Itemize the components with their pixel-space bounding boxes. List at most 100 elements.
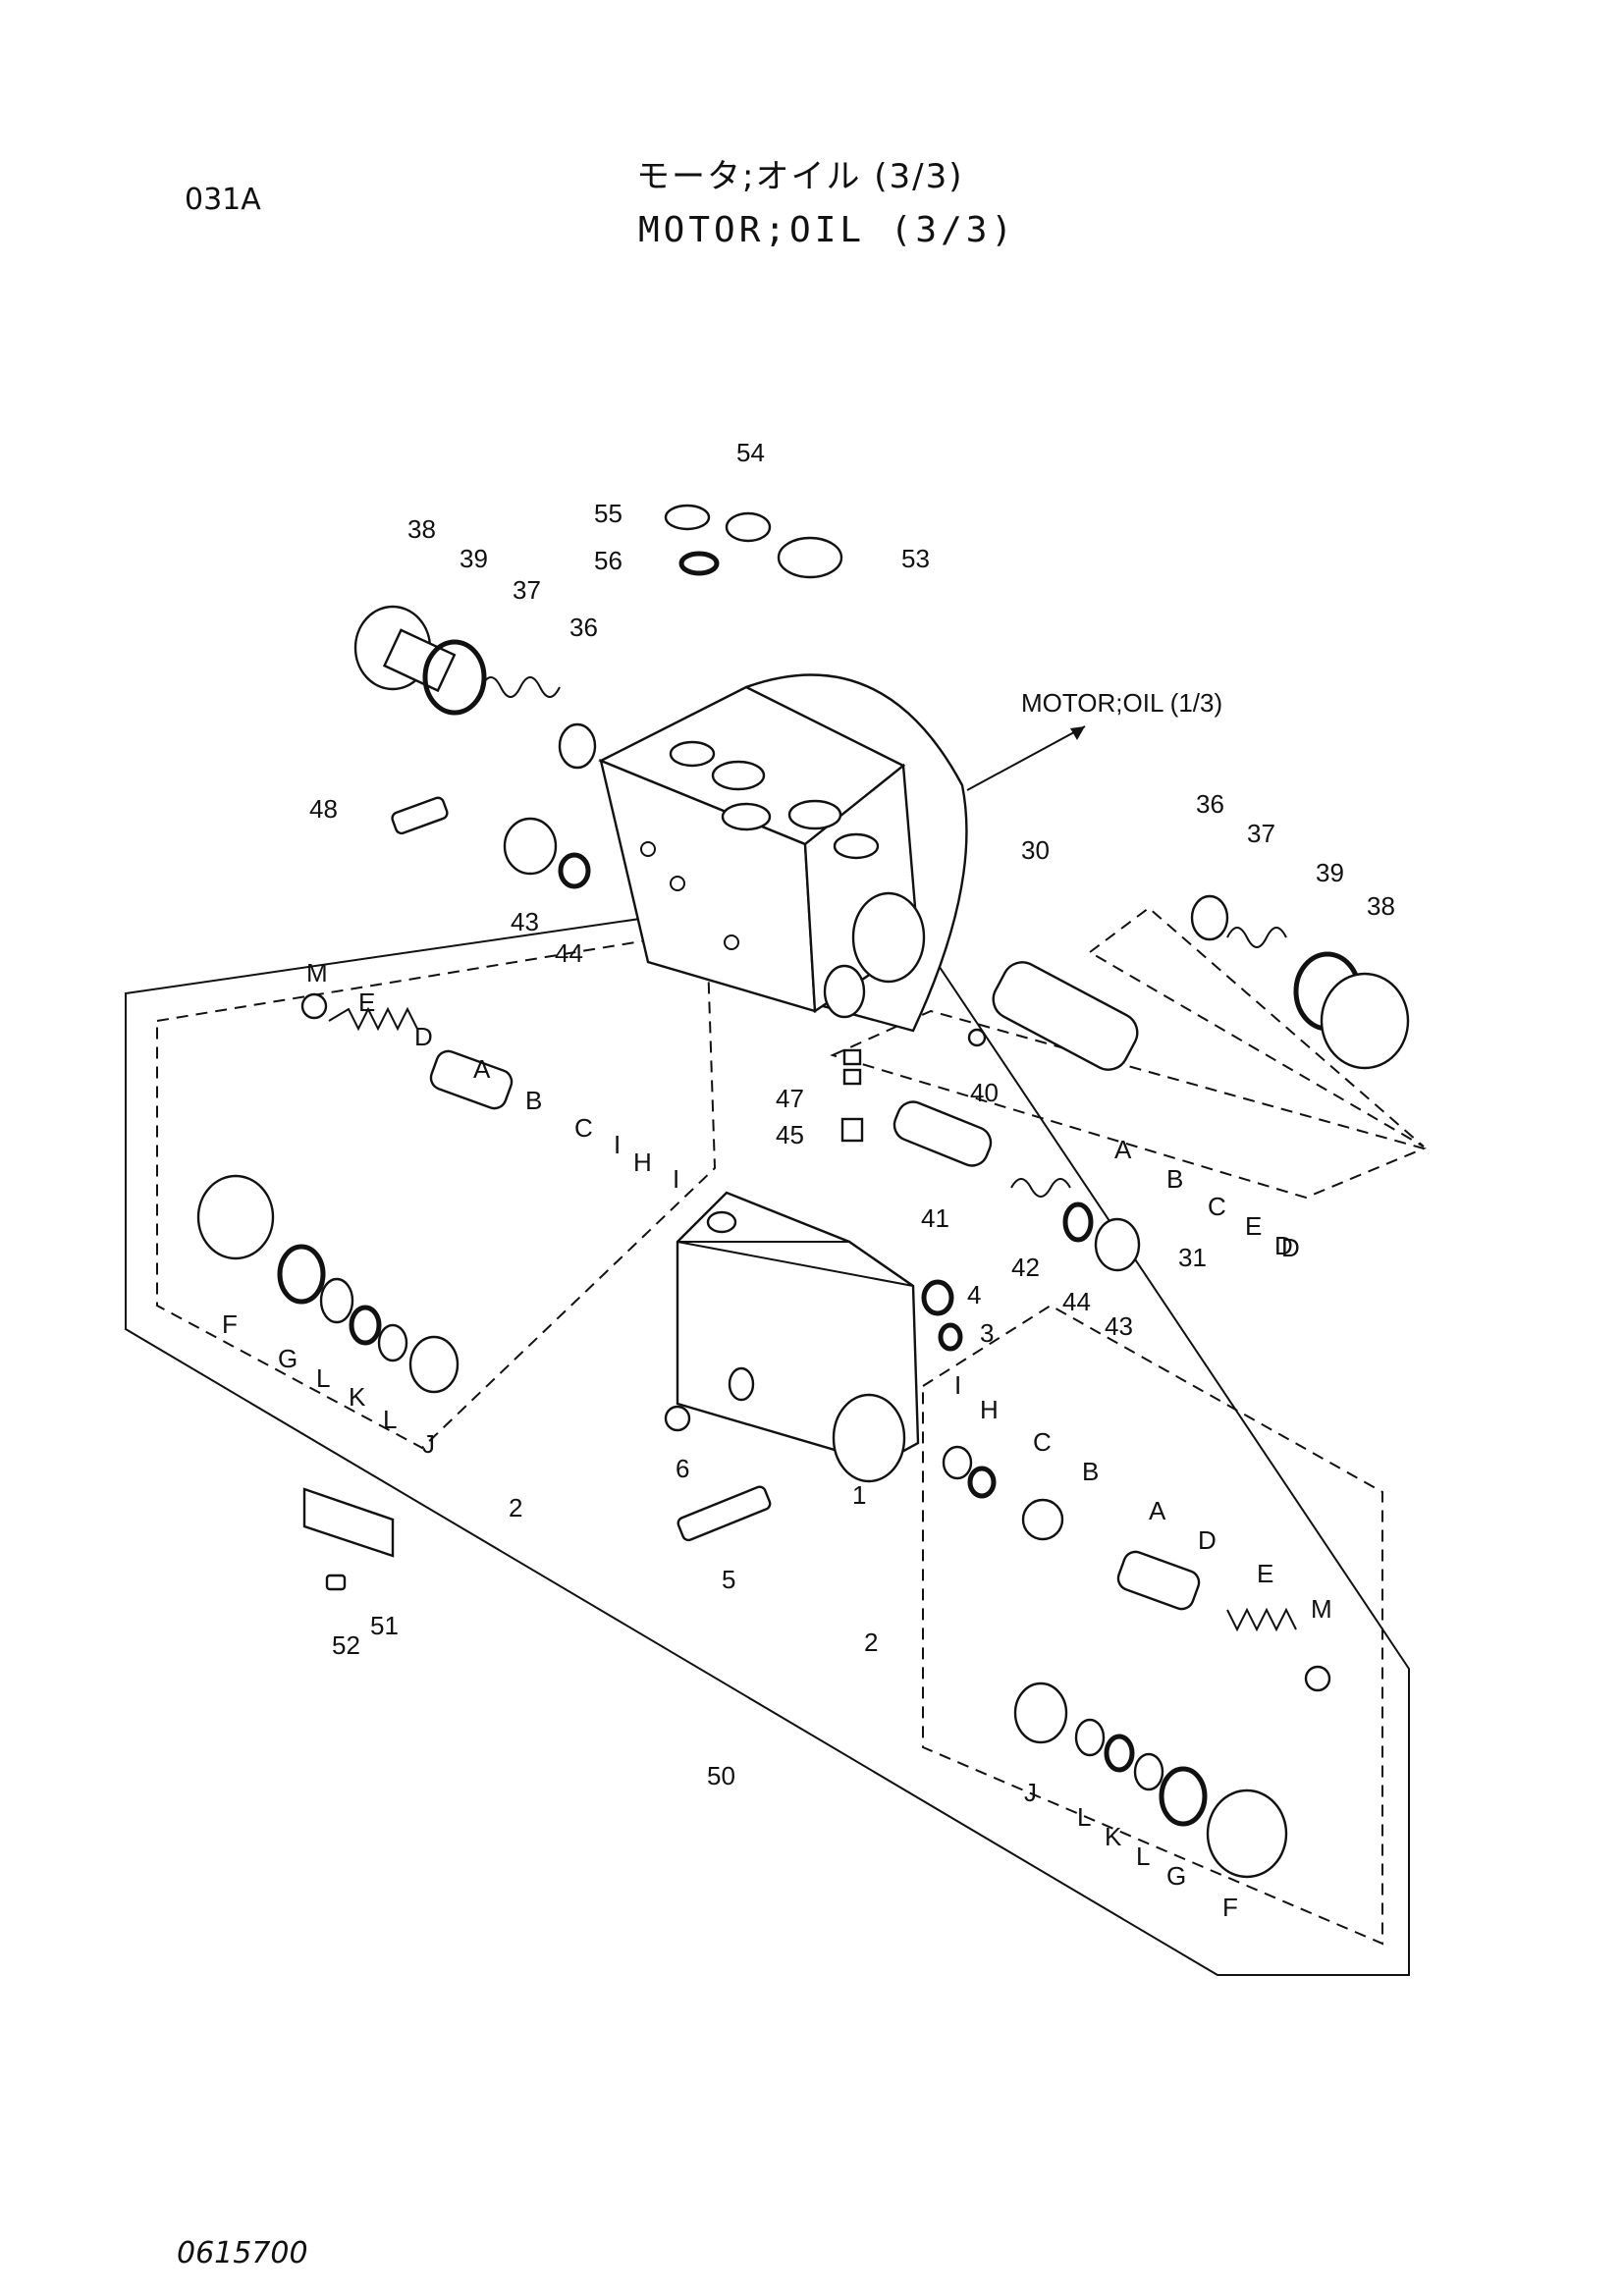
ring-h-right	[967, 1466, 997, 1499]
callout-44-right: 44	[1062, 1287, 1091, 1316]
callout-d-group: D	[1281, 1233, 1300, 1262]
callout-l2-left: L	[383, 1405, 397, 1434]
callout-50: 50	[707, 1761, 735, 1790]
seat-36-right	[1190, 894, 1229, 941]
plug-45	[840, 1117, 864, 1143]
o-ring-44-left	[558, 852, 591, 889]
subassembly-2-right-outline	[922, 1304, 1383, 1946]
callout-c-left: C	[574, 1113, 593, 1143]
bolt-48	[391, 796, 449, 835]
spring-37-left	[480, 676, 561, 698]
callout-1: 1	[852, 1480, 866, 1510]
callout-3: 3	[980, 1318, 994, 1348]
bolt-5	[676, 1485, 772, 1542]
ring-k-right	[1104, 1734, 1135, 1773]
ring-l-right	[1074, 1718, 1106, 1757]
reference-arrow	[966, 725, 1086, 791]
spring-e-left	[328, 1006, 418, 1032]
ring-l2-right	[1133, 1752, 1164, 1791]
plug-f-right	[1206, 1789, 1288, 1879]
callout-f-left: F	[222, 1309, 238, 1339]
callout-6: 6	[676, 1454, 689, 1483]
callout-45: 45	[776, 1120, 804, 1149]
callout-l-left: L	[316, 1363, 330, 1393]
callout-36-right: 36	[1196, 789, 1224, 819]
plug-f-left	[196, 1174, 275, 1260]
callout-39-right: 39	[1316, 858, 1344, 887]
plug-6	[664, 1405, 691, 1432]
callout-2-left: 2	[509, 1493, 522, 1522]
callout-d2-group: D	[1274, 1231, 1293, 1260]
callout-g-left: G	[278, 1344, 298, 1373]
callout-4: 4	[967, 1280, 981, 1309]
spring-e-right	[1226, 1607, 1297, 1632]
callout-k-left: K	[349, 1382, 366, 1412]
callout-c-group: C	[1208, 1192, 1226, 1221]
callout-m-right: M	[1311, 1594, 1332, 1624]
plug-53	[777, 536, 843, 579]
callout-a-group: A	[1114, 1135, 1132, 1164]
callout-b-left: B	[525, 1086, 542, 1115]
callout-a-left: A	[473, 1054, 491, 1084]
callout-l2-right: L	[1136, 1842, 1150, 1871]
callout-a-right: A	[1149, 1496, 1166, 1525]
o-ring-56	[678, 551, 720, 576]
callout-e-right: E	[1257, 1559, 1273, 1588]
callout-k-right: K	[1105, 1822, 1122, 1851]
callout-41: 41	[921, 1203, 949, 1233]
callout-j-left: J	[422, 1429, 435, 1459]
callout-31: 31	[1178, 1243, 1207, 1272]
callout-42: 42	[1011, 1253, 1040, 1282]
o-ring-44-right	[1062, 1201, 1094, 1243]
poppet-41	[893, 1100, 993, 1167]
plug-43-right	[1094, 1217, 1141, 1272]
callout-36-left: 36	[569, 613, 598, 642]
callout-b-group: B	[1166, 1164, 1183, 1194]
motor-housing-30	[598, 673, 968, 1033]
callout-43-right: 43	[1105, 1311, 1133, 1341]
callout-56: 56	[594, 546, 622, 575]
callout-g-right: G	[1166, 1861, 1186, 1891]
callout-37-left: 37	[513, 575, 541, 605]
ring-k-left	[349, 1305, 382, 1346]
motor-oil-reference-label: MOTOR;OIL (1/3)	[1021, 688, 1222, 718]
plate-51	[302, 1487, 395, 1558]
callout-53: 53	[901, 544, 930, 573]
callout-c-right: C	[1033, 1427, 1052, 1457]
plug-54	[725, 511, 772, 543]
group-31-outline	[830, 1009, 1428, 1200]
callout-i-left: I	[614, 1130, 621, 1159]
callout-h-left: H	[633, 1148, 652, 1177]
ring-i-right	[942, 1445, 973, 1480]
callout-j-right: J	[1024, 1778, 1037, 1807]
callout-52: 52	[332, 1630, 360, 1660]
callout-h-right: H	[980, 1395, 999, 1424]
callout-43-left: 43	[511, 907, 539, 936]
piston-c-right	[1021, 1498, 1064, 1541]
spool-31	[992, 961, 1139, 1071]
callout-44-left: 44	[555, 938, 583, 968]
callout-38-left: 38	[407, 514, 436, 544]
callout-f-right: F	[1222, 1893, 1238, 1922]
o-ring-3	[938, 1322, 963, 1352]
o-ring-g-right	[1159, 1766, 1208, 1827]
ring-l2-left	[377, 1323, 408, 1362]
reference-arrowhead	[1070, 726, 1085, 740]
title-english: MOTOR;OIL (3/3)	[638, 210, 1017, 250]
callout-51: 51	[370, 1611, 399, 1640]
callout-b-right: B	[1082, 1457, 1099, 1486]
ball-40	[967, 1028, 987, 1047]
callout-5: 5	[722, 1565, 735, 1594]
piston-a-left	[429, 1049, 514, 1110]
spring-42	[1010, 1178, 1071, 1198]
plug-38-right	[1320, 972, 1410, 1070]
screw-52	[325, 1574, 347, 1591]
ball-m-right	[1304, 1665, 1331, 1692]
callout-l-right: L	[1077, 1802, 1091, 1832]
piston-a-right	[1116, 1550, 1201, 1611]
group-right-outline	[1088, 906, 1425, 1148]
callout-55: 55	[594, 499, 622, 528]
callout-2-right: 2	[864, 1628, 878, 1657]
callout-m-left: M	[306, 958, 328, 988]
